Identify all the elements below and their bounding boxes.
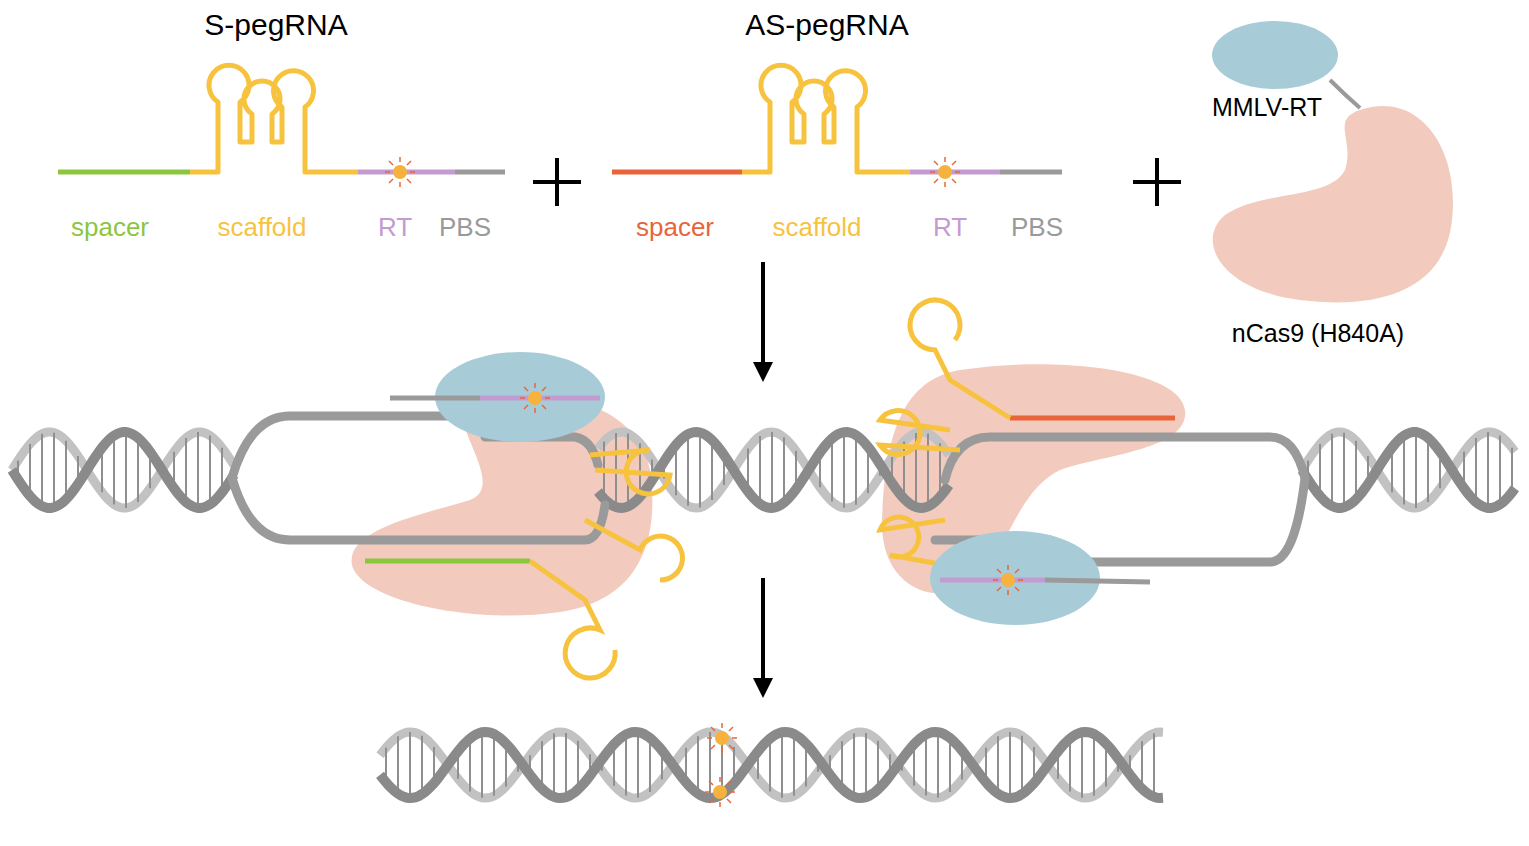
dna-strand	[1487, 432, 1489, 508]
dna-strand	[793, 734, 795, 796]
dna-strand	[380, 732, 1163, 798]
dna-strand	[197, 432, 199, 508]
dna-strand	[598, 432, 949, 508]
dna-strand	[771, 432, 773, 508]
dna-strand	[65, 441, 67, 500]
part-name: RT	[933, 213, 967, 243]
dna-strand	[1021, 736, 1023, 794]
dna-strand	[598, 432, 949, 508]
dna-strand	[855, 435, 857, 505]
part-name: PBS	[1011, 213, 1063, 243]
dna-strand	[1343, 433, 1345, 508]
dna-strand	[469, 739, 471, 792]
dna-strand	[783, 437, 785, 502]
dna-strand	[1081, 732, 1083, 797]
dna-strand	[421, 736, 423, 794]
dna-strand	[925, 734, 927, 795]
part-name: scaffold	[772, 213, 861, 243]
dna-strand	[209, 436, 211, 505]
dna-strand	[113, 436, 115, 505]
s-pegrna	[58, 65, 505, 187]
dna-strand	[865, 733, 867, 797]
dna-strand	[831, 439, 833, 502]
dna-strand	[1331, 434, 1333, 506]
dna-strand	[397, 736, 399, 793]
dna-strand	[1302, 432, 1515, 508]
dna-strand	[1302, 432, 1515, 508]
dna-strand	[697, 736, 699, 793]
dna-strand	[927, 434, 929, 507]
dna-strand	[649, 738, 651, 792]
plus-signs	[533, 158, 1181, 206]
dna-strand	[41, 434, 43, 506]
dna-strand	[903, 441, 905, 498]
dna-strand	[937, 732, 939, 798]
dna-strand	[687, 434, 689, 506]
dna-strand	[1355, 441, 1357, 500]
dna-strand	[565, 733, 567, 797]
dna-strand	[843, 432, 845, 508]
as-pegrna	[612, 65, 1062, 187]
part-name: scaffold	[217, 213, 306, 243]
part-name: PBS	[439, 213, 491, 243]
dna-strand	[1009, 732, 1011, 798]
part-name: RT	[378, 213, 412, 243]
dna-strand	[1499, 436, 1501, 505]
protein-label: MMLV-RT	[1212, 93, 1322, 122]
dna-strand	[185, 438, 187, 502]
dna-strand	[481, 732, 483, 797]
dna-strand	[409, 732, 411, 798]
dna-strand	[625, 734, 627, 795]
dna-strand	[711, 440, 713, 500]
dna-strand	[12, 432, 234, 508]
dna-strand	[1415, 432, 1417, 508]
dna-strand	[637, 732, 639, 798]
dna-strand	[781, 732, 783, 797]
dna-strand	[380, 732, 1163, 798]
prime-editor	[1212, 21, 1453, 302]
dna-strand	[1093, 734, 1095, 796]
dna-strand	[53, 433, 55, 508]
dna-strand	[759, 436, 761, 504]
dna-strand	[137, 438, 139, 502]
dna-strand	[709, 732, 711, 798]
dna-strand	[493, 734, 495, 796]
dna-strand	[12, 432, 234, 508]
dna-strand	[125, 432, 127, 508]
dna-strand	[1427, 438, 1429, 502]
dna-strand	[1403, 436, 1405, 505]
dna-strand	[997, 736, 999, 793]
dna-strand	[553, 733, 555, 797]
dna-strand	[1153, 733, 1155, 797]
dna-strand	[1069, 739, 1071, 792]
dna-strand	[699, 432, 701, 507]
protein-label: nCas9 (H840A)	[1232, 319, 1404, 348]
dna-strand	[949, 738, 951, 792]
dna-strand	[853, 733, 855, 797]
dna-strand	[769, 739, 771, 792]
part-name: spacer	[636, 213, 714, 243]
heading: AS-pegRNA	[745, 8, 908, 43]
heading: S-pegRNA	[204, 8, 347, 43]
part-name: spacer	[71, 213, 149, 243]
dna-strand	[1475, 438, 1477, 502]
